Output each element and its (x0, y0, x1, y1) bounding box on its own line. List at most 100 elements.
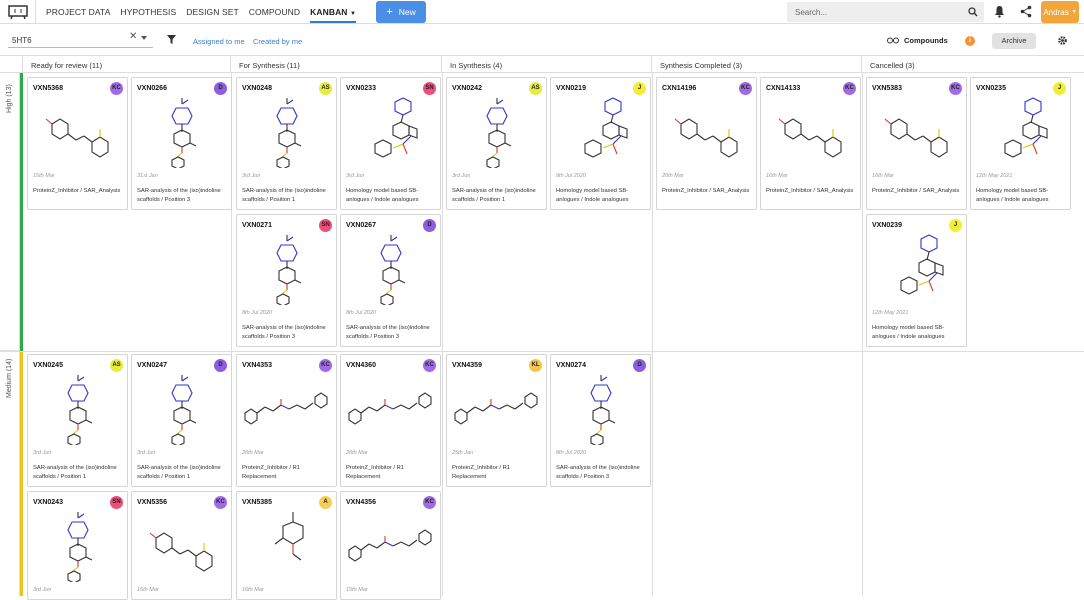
compound-id[interactable]: VXN4353 (242, 362, 272, 369)
search-icon[interactable] (968, 7, 978, 17)
nav-kanban[interactable]: KANBAN ▼ (310, 1, 357, 23)
column-cancelled[interactable]: Cancelled (3) (862, 56, 1084, 73)
column-for-synthesis[interactable]: For Synthesis (11) (231, 56, 442, 73)
column-in-synthesis[interactable]: In Synthesis (4) (442, 56, 652, 73)
compound-id[interactable]: VXN0233 (346, 85, 376, 92)
nav-hypothesis[interactable]: HYPOTHESIS (120, 6, 177, 17)
compound-id[interactable]: CXN14133 (766, 85, 801, 92)
assignee-avatar[interactable]: SN (319, 219, 332, 232)
nav-design-set[interactable]: DESIGN SET (186, 6, 239, 17)
chevron-down-icon[interactable] (141, 36, 147, 40)
lane-high[interactable]: High (13) (0, 73, 20, 351)
assignee-avatar[interactable]: SN (423, 82, 436, 95)
clear-icon[interactable]: ✕ (129, 31, 138, 42)
assignee-avatar[interactable]: KC (739, 82, 752, 95)
user-menu-button[interactable]: Andras▼ (1041, 1, 1079, 23)
assignee-avatar[interactable]: J (633, 82, 646, 95)
bell-icon[interactable] (994, 5, 1005, 18)
column-ready-for-review[interactable]: Ready for review (11) (23, 56, 231, 73)
compound-id[interactable]: CXN14196 (662, 85, 697, 92)
assignee-avatar[interactable]: D (423, 219, 436, 232)
app-logo-icon[interactable] (0, 0, 36, 24)
assignee-avatar[interactable]: SN (110, 496, 123, 509)
assignee-avatar[interactable]: J (949, 219, 962, 232)
compounds-toggle[interactable]: Compounds (887, 36, 948, 45)
assigned-to-me-link[interactable]: Assigned to me (193, 37, 245, 46)
compound-id[interactable]: VXN0247 (137, 362, 167, 369)
compound-id[interactable]: VXN0243 (33, 499, 63, 506)
assignee-avatar[interactable]: AS (319, 82, 332, 95)
assignee-avatar[interactable]: D (633, 359, 646, 372)
compound-id[interactable]: VXN0271 (242, 222, 272, 229)
archive-button[interactable]: Archive (992, 33, 1036, 49)
molecule-structure-image (584, 97, 628, 158)
column-synthesis-completed[interactable]: Synthesis Completed (3) (652, 56, 862, 73)
assignee-avatar[interactable]: KL (529, 359, 542, 372)
compound-id[interactable]: VXN4356 (346, 499, 376, 506)
compound-id[interactable]: VXN0274 (556, 362, 586, 369)
assignee-avatar[interactable]: KC (423, 359, 436, 372)
gear-icon[interactable] (1057, 35, 1068, 46)
assignee-avatar[interactable]: KC (319, 359, 332, 372)
compound-id[interactable]: VXN0242 (452, 85, 482, 92)
compound-id[interactable]: VXN4359 (452, 362, 482, 369)
filter-icon[interactable] (167, 35, 176, 44)
search-input[interactable]: Search... (787, 2, 984, 22)
new-button[interactable]: +New (376, 0, 427, 23)
assignee-avatar[interactable]: J (1053, 82, 1066, 95)
assignee-avatar[interactable]: KC (423, 496, 436, 509)
compound-id[interactable]: VXN0219 (556, 85, 586, 92)
compound-id[interactable]: VXN5383 (872, 85, 902, 92)
nav-compound[interactable]: COMPOUND (248, 6, 301, 17)
compound-id[interactable]: VXN5368 (33, 85, 63, 92)
assignee-avatar[interactable]: KC (214, 496, 227, 509)
compound-id[interactable]: VXN0267 (346, 222, 376, 229)
assignee-avatar[interactable]: KC (949, 82, 962, 95)
info-icon[interactable]: i (965, 36, 975, 46)
compound-id[interactable]: VXN4360 (346, 362, 376, 369)
molecule-structure-image (67, 375, 93, 445)
project-filter-input[interactable]: 5HT6 (8, 32, 153, 48)
share-icon[interactable] (1020, 5, 1032, 18)
compound-id[interactable]: VXN5385 (242, 499, 272, 506)
compound-id[interactable]: VXN0239 (872, 222, 902, 229)
compound-id[interactable]: VXN0245 (33, 362, 63, 369)
compound-id[interactable]: VXN0235 (976, 85, 1006, 92)
nav-project-data[interactable]: PROJECT DATA (46, 6, 111, 17)
assignee-avatar[interactable]: KC (843, 82, 856, 95)
created-by-me-link[interactable]: Created by me (253, 37, 303, 46)
compound-id[interactable]: VXN0248 (242, 85, 272, 92)
assignee-avatar[interactable]: D (214, 82, 227, 95)
assignee-avatar[interactable]: AS (529, 82, 542, 95)
assignee-avatar[interactable]: AS (110, 359, 123, 372)
assignee-avatar[interactable]: A (319, 496, 332, 509)
lane-medium[interactable]: Medium (14) (0, 351, 20, 596)
compound-id[interactable]: VXN5356 (137, 499, 167, 506)
compound-id[interactable]: VXN0266 (137, 85, 167, 92)
assignee-avatar[interactable]: KC (110, 82, 123, 95)
assignee-avatar[interactable]: D (214, 359, 227, 372)
